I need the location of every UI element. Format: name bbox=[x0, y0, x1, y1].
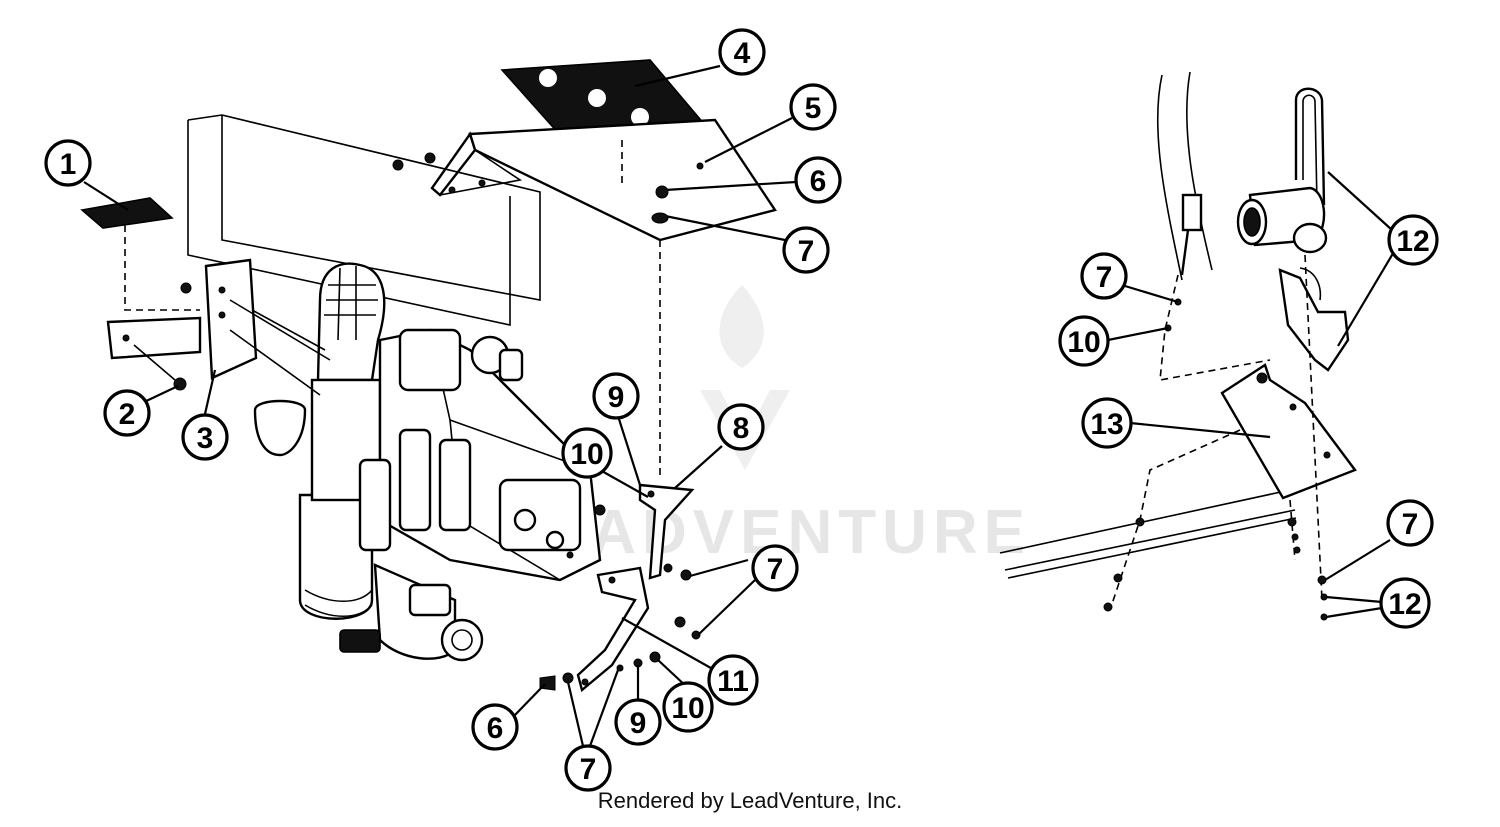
callout-5: 5 bbox=[789, 83, 837, 131]
callout-label: 8 bbox=[733, 412, 750, 445]
callout-7-lower: 7 bbox=[564, 744, 612, 792]
callout-1: 1 bbox=[44, 139, 92, 187]
callout-label: 7 bbox=[798, 235, 815, 268]
callout-10-lower: 10 bbox=[662, 681, 714, 733]
part-bracket-8 bbox=[638, 483, 695, 581]
callout-11: 11 bbox=[707, 654, 759, 706]
leader-lines bbox=[83, 64, 1396, 747]
linkage-rod bbox=[1159, 193, 1271, 381]
callout-label: 12 bbox=[1388, 588, 1421, 621]
part-decal-4 bbox=[500, 59, 707, 136]
callout-4: 4 bbox=[718, 28, 766, 76]
callout-label: 4 bbox=[734, 37, 751, 70]
callout-label: 7 bbox=[1402, 508, 1419, 541]
callout-13: 13 bbox=[1081, 397, 1133, 449]
callout-label: 6 bbox=[487, 712, 504, 745]
callout-label: 10 bbox=[1067, 326, 1100, 359]
callout-label: 10 bbox=[671, 692, 704, 725]
callout-label: 7 bbox=[767, 553, 784, 586]
callout-label: 7 bbox=[1096, 261, 1113, 294]
callout-label: 10 bbox=[570, 438, 603, 471]
part-decal-1 bbox=[80, 197, 174, 229]
part-bracket-3 bbox=[106, 258, 258, 391]
callout-12-lower: 12 bbox=[1379, 577, 1431, 629]
part-shield-5 bbox=[430, 118, 777, 242]
callout-12-upper: 12 bbox=[1387, 214, 1439, 266]
callout-9-upper: 9 bbox=[592, 372, 640, 420]
callout-10-right: 10 bbox=[1058, 315, 1110, 367]
frame-rails bbox=[999, 71, 1297, 579]
callout-6-upper: 6 bbox=[794, 156, 842, 204]
callout-8: 8 bbox=[717, 403, 765, 451]
callout-label: 6 bbox=[810, 165, 827, 198]
callout-label: 13 bbox=[1090, 408, 1123, 441]
callout-9-lower: 9 bbox=[614, 698, 662, 746]
callout-6-lower: 6 bbox=[471, 703, 519, 751]
part-bracket-11 bbox=[539, 566, 701, 693]
callout-label: 2 bbox=[119, 398, 136, 431]
callout-label: 5 bbox=[805, 92, 822, 125]
callout-7-middle: 7 bbox=[751, 544, 799, 592]
callout-3: 3 bbox=[181, 413, 229, 461]
callout-label: 9 bbox=[630, 707, 647, 740]
callout-10-upper: 10 bbox=[561, 427, 613, 479]
callout-label: 12 bbox=[1396, 225, 1429, 258]
callout-label: 9 bbox=[608, 381, 625, 414]
callout-7-upper: 7 bbox=[782, 226, 830, 274]
callout-label: 3 bbox=[197, 422, 214, 455]
callout-7-right-lower: 7 bbox=[1386, 499, 1434, 547]
part-bracket-13 bbox=[1220, 363, 1357, 500]
callout-label: 1 bbox=[60, 148, 77, 181]
part-spring-clip-12 bbox=[1236, 87, 1350, 372]
callout-label: 11 bbox=[717, 665, 749, 698]
callout-2: 2 bbox=[103, 389, 151, 437]
credit-text: Rendered by LeadVenture, Inc. bbox=[597, 788, 903, 813]
callout-7-right-upper: 7 bbox=[1080, 252, 1128, 300]
pressure-washer-pump bbox=[229, 262, 606, 662]
callout-label: 7 bbox=[580, 753, 597, 786]
